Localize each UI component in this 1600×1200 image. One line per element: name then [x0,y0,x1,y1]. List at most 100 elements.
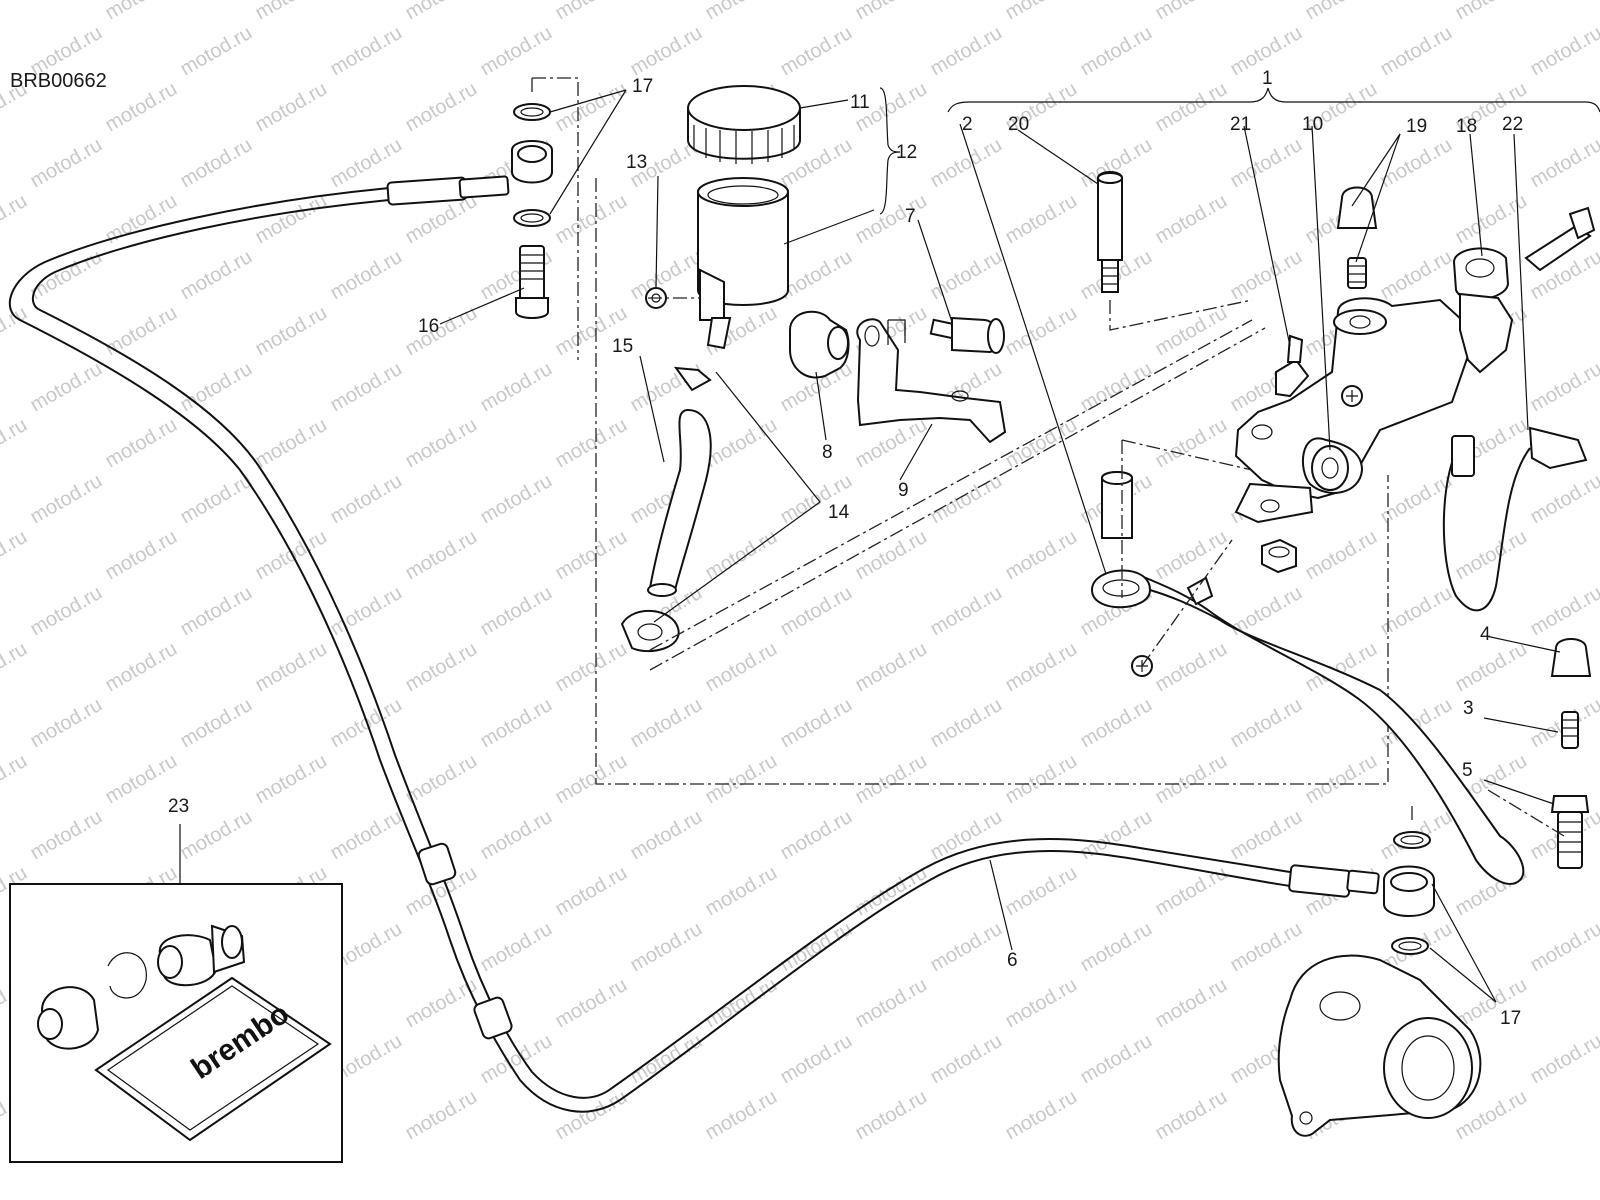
watermark-text: motod.ru [102,0,181,24]
watermark-text: motod.ru [0,526,31,585]
watermark-text: motod.ru [0,190,31,249]
watermark-text: motod.ru [252,526,331,585]
watermark-text: motod.ru [477,806,556,865]
watermark-text: motod.ru [1227,694,1306,753]
watermark-text: motod.ru [777,1030,856,1089]
watermark-text: motod.ru [402,0,481,24]
watermark-text: motod.ru [177,582,256,641]
watermark-text: motod.ru [102,526,181,585]
watermark-text: motod.ru [477,358,556,417]
handlebar-clamp [1452,206,1596,374]
watermark-text: motod.ru [477,918,556,977]
watermark-text: motod.ru [177,694,256,753]
watermark-text: motod.ru [627,22,706,81]
watermark-text: motod.ru [1302,0,1381,24]
label-15: 15 [612,336,633,357]
watermark-text: motod.ru [252,638,331,697]
watermark-text: motod.ru [252,302,331,361]
watermark-text: motod.ru [1527,582,1600,641]
reservoir-assembly [645,85,901,350]
watermark-text: motod.ru [252,78,331,137]
watermark-text: motod.ru [1377,134,1456,193]
watermark-text: motod.ru [402,1086,481,1145]
clutch-switch [1442,426,1588,612]
pivot-pin [1097,171,1133,539]
watermark-text: motod.ru [702,0,781,24]
watermark-text: motod.ru [0,414,31,473]
watermark-text: motod.ru [102,638,181,697]
label-6: 6 [1007,950,1018,971]
watermark-text: motod.ru [1377,246,1456,305]
watermark-text: motod.ru [552,0,631,24]
watermark-text: motod.ru [552,750,631,809]
watermark-text: motod.ru [1002,302,1081,361]
watermark-text: motod.ru [852,190,931,249]
watermark-text: motod.ru [1527,22,1600,81]
master-cylinder [1234,186,1472,574]
watermark-text: motod.ru [177,470,256,529]
repair-kit-box: brembo [9,883,343,1163]
watermark-text: motod.ru [927,246,1006,305]
label-4: 4 [1480,624,1491,645]
watermark-text: motod.ru [1002,750,1081,809]
reservoir-bracket [856,318,1007,444]
watermark-text: motod.ru [1527,918,1600,977]
watermark-text: motod.ru [102,78,181,137]
watermark-text: motod.ru [327,470,406,529]
watermark-text: motod.ru [177,134,256,193]
watermark-text: motod.ru [27,134,106,193]
watermark-text: motod.ru [1152,750,1231,809]
watermark-text: motod.ru [402,78,481,137]
diagram-code: BRB00662 [10,70,107,92]
watermark-text: motod.ru [1527,470,1600,529]
watermark-text: motod.ru [177,22,256,81]
watermark-text: motod.ru [702,750,781,809]
watermark-text: motod.ru [252,0,331,24]
watermark-text: motod.ru [702,638,781,697]
watermark-text: motod.ru [1302,750,1381,809]
label-1: 1 [1262,68,1273,89]
watermark-text: motod.ru [852,750,931,809]
watermark-text: motod.ru [327,246,406,305]
label-22: 22 [1502,114,1523,135]
label-21: 21 [1230,114,1251,135]
watermark-text: motod.ru [1002,862,1081,921]
label-2: 2 [962,114,973,135]
clutch-hose [8,175,1380,1113]
watermark-text: motod.ru [927,582,1006,641]
watermark-text: motod.ru [1152,414,1231,473]
label-19: 19 [1406,116,1427,137]
watermark-text: motod.ru [777,806,856,865]
watermark-text: motod.ru [252,414,331,473]
watermark-text: motod.ru [1527,134,1600,193]
watermark-text: motod.ru [1527,1030,1600,1089]
watermark-text: motod.ru [552,78,631,137]
watermark-text: motod.ru [1152,862,1231,921]
watermark-text: motod.ru [27,470,106,529]
watermark-text: motod.ru [852,638,931,697]
watermark-text: motod.ru [1227,246,1306,305]
label-16: 16 [418,316,439,337]
watermark-text: motod.ru [1227,582,1306,641]
watermark-text: motod.ru [927,918,1006,977]
watermark-text: motod.ru [627,1030,706,1089]
label-7: 7 [905,206,916,227]
watermark-text: motod.ru [27,582,106,641]
watermark-text: motod.ru [927,694,1006,753]
watermark-text: motod.ru [552,638,631,697]
reservoir-hose [620,366,712,653]
watermark-text: motod.ru [702,974,781,1033]
watermark-text: motod.ru [402,638,481,697]
label-14: 14 [828,502,850,523]
watermark-text: motod.ru [1152,974,1231,1033]
watermark-text: motod.ru [552,414,631,473]
watermark-text: motod.ru [1152,0,1231,24]
watermark-text: motod.ru [327,806,406,865]
watermark-text: motod.ru [252,750,331,809]
leader-lines [179,89,1561,1003]
watermark-text: motod.ru [0,638,31,697]
label-23: 23 [168,796,189,817]
watermark-text: motod.ru [477,582,556,641]
label-8: 8 [822,442,833,463]
